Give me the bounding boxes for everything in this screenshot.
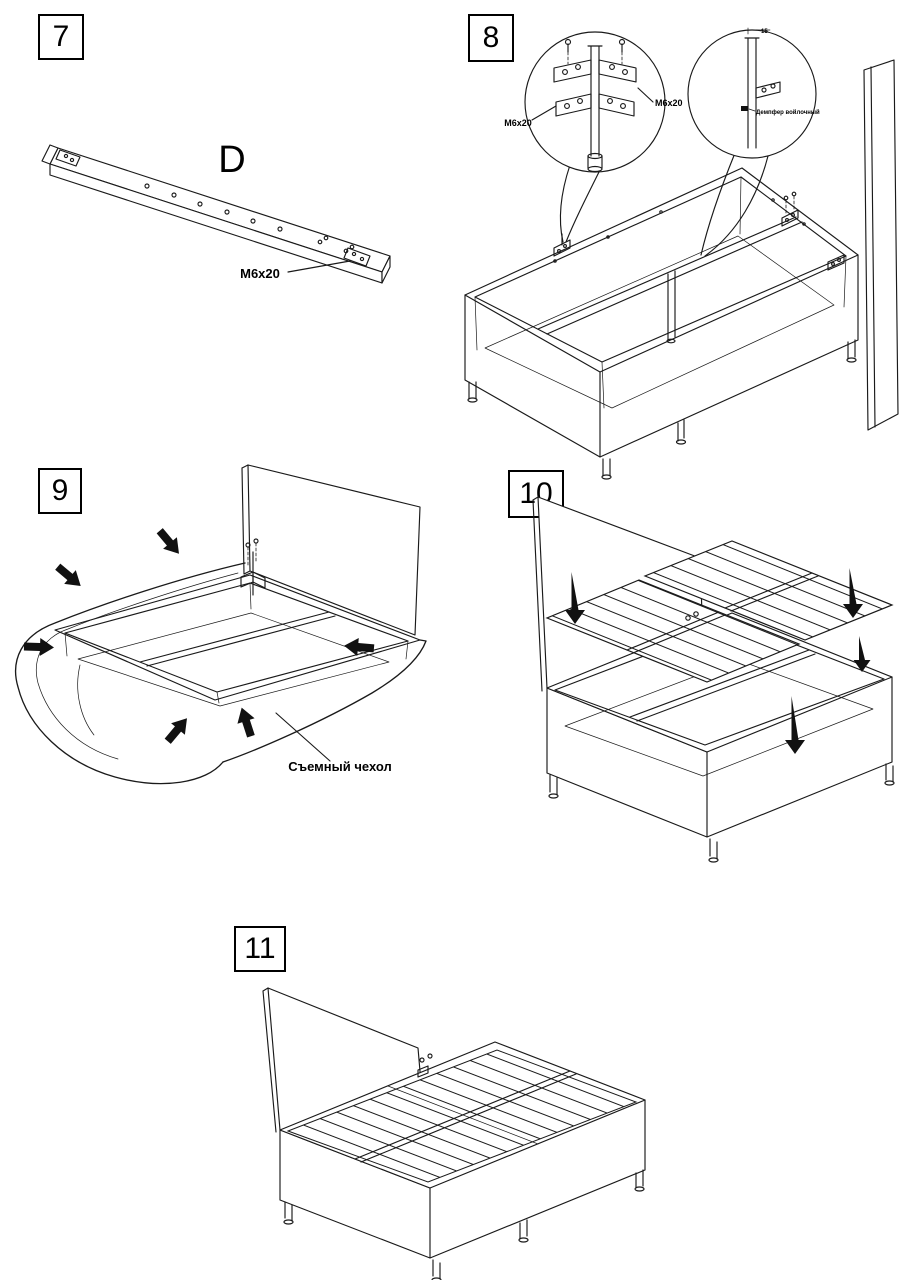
step-8-number: 8	[468, 14, 514, 62]
fastener-label-m6x20-right: M6x20	[655, 98, 683, 108]
headboard-panel	[863, 59, 899, 431]
fastener-label-m6x20-left: M6x20	[504, 118, 532, 128]
figure-step-8: M6x20 M6x20 Демпфер войлочный 15	[464, 27, 899, 480]
dimension-label: 15	[761, 29, 768, 35]
step-11-number: 11	[234, 926, 286, 972]
down-arrow-icons	[565, 568, 871, 754]
plank-d-drawing	[41, 144, 391, 284]
detail-callout-right: Демпфер войлочный 15	[687, 27, 820, 257]
leg	[467, 339, 857, 480]
storage-box-drawing	[546, 612, 895, 863]
panel-d-label: D	[218, 139, 245, 181]
leg	[548, 763, 895, 863]
cover-label: Съемный чехол	[288, 759, 392, 774]
detail-callout-left: M6x20 M6x20	[504, 31, 683, 243]
slat-base-drawing	[545, 540, 894, 683]
center-bracket	[417, 1053, 433, 1078]
step-7-number: 7	[38, 14, 84, 60]
press-arrow-icons	[23, 528, 375, 744]
bed-frame-drawing	[464, 167, 859, 480]
center-bracket	[240, 538, 266, 596]
figure-step-9: Съемный чехол	[14, 464, 427, 785]
screw-icon	[564, 38, 626, 65]
leg	[283, 1169, 645, 1280]
center-rail	[354, 1070, 577, 1163]
figure-step-11	[262, 987, 646, 1280]
headboard-panel	[241, 464, 421, 636]
felt-damper-icon	[741, 106, 748, 111]
figure-step-7: D M6x20	[41, 139, 391, 284]
assembled-bed-drawing	[279, 1041, 646, 1280]
removable-cover-drawing	[14, 562, 427, 785]
cover-leader-line	[275, 712, 331, 762]
center-rail	[139, 611, 336, 667]
damper-label: Демпфер войлочный	[756, 109, 820, 116]
step-9-number: 9	[38, 468, 82, 514]
fastener-label-m6x20: M6x20	[240, 266, 280, 281]
figure-step-10	[532, 496, 895, 863]
fastener-leader-line	[287, 260, 351, 273]
